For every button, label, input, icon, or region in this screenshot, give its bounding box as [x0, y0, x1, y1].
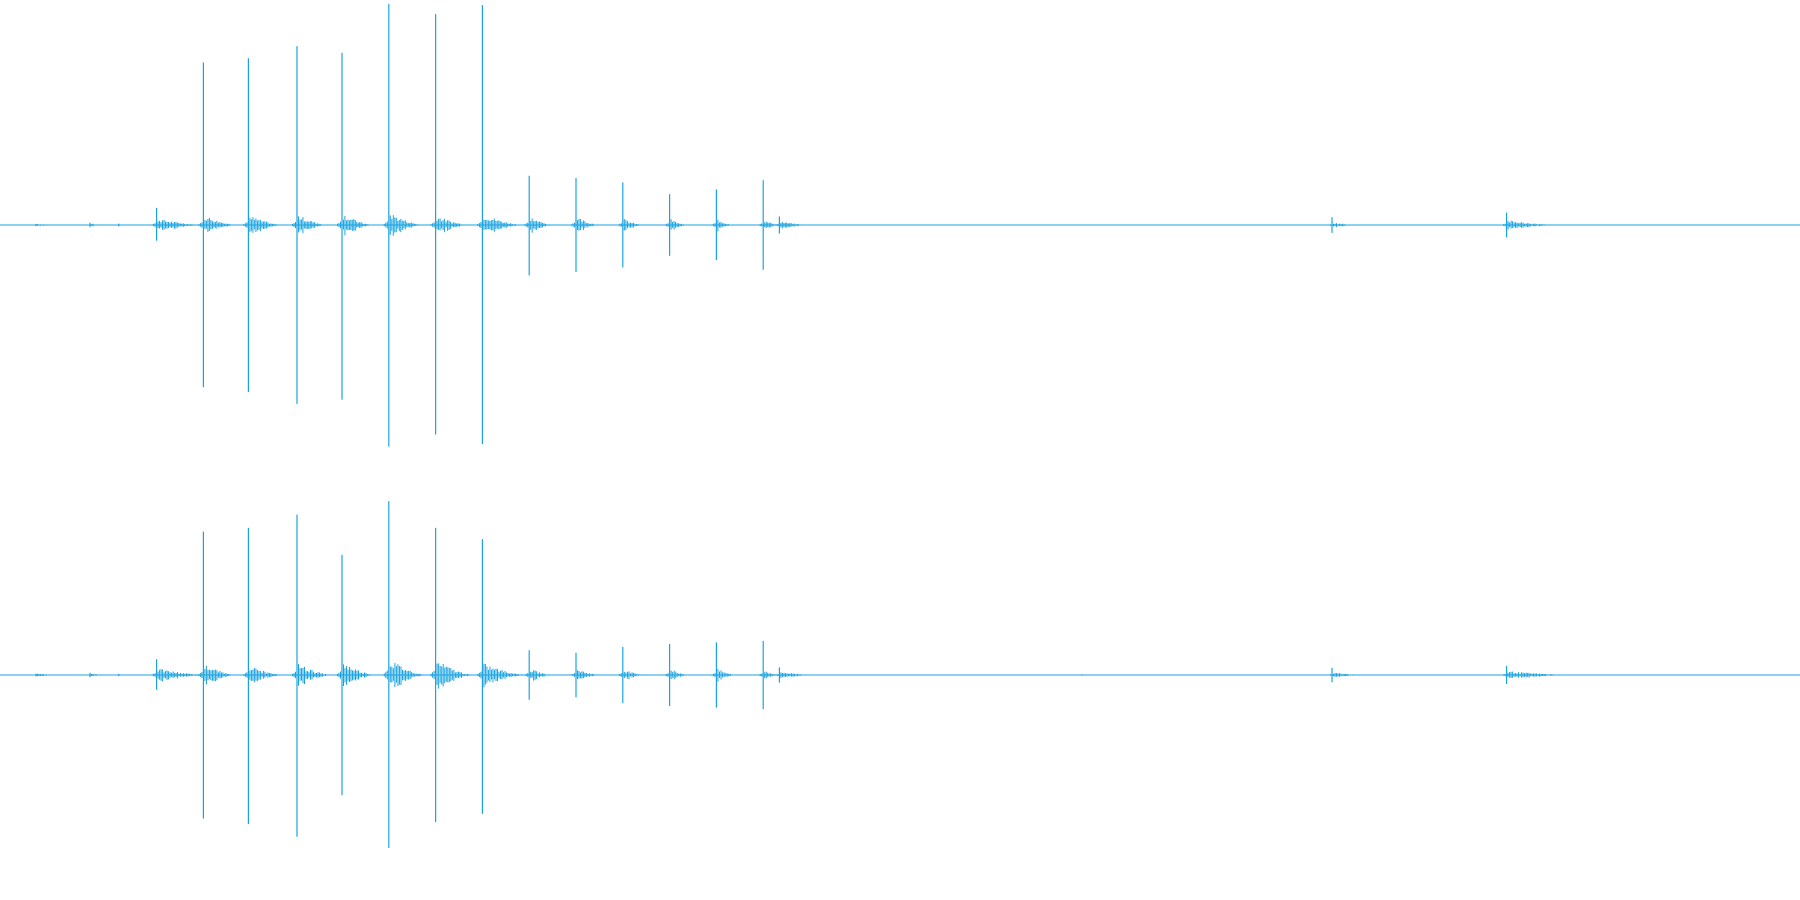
waveform-channel-top [0, 3, 1800, 447]
channel-top [0, 3, 1800, 447]
channel-bottom [0, 450, 1800, 900]
waveform-channel-bottom [0, 501, 1800, 849]
